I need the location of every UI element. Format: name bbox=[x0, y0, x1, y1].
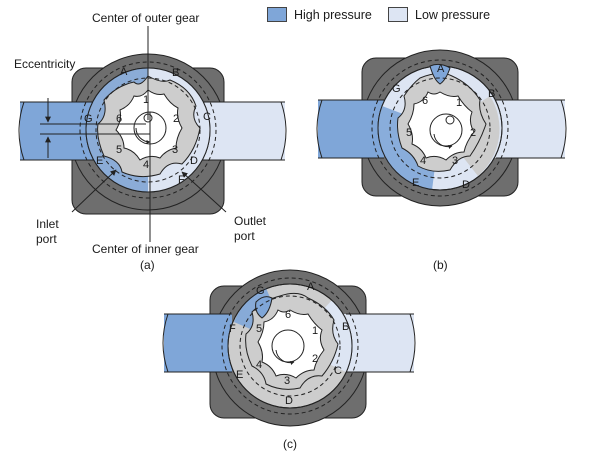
panel-a-inner-gear bbox=[115, 89, 183, 161]
panel-a-letter-b: B bbox=[172, 67, 179, 79]
eccentricity-label: Eccentricity bbox=[14, 57, 75, 71]
panel-c-pipes bbox=[162, 313, 416, 373]
panel-b-dashed-circles bbox=[371, 59, 509, 197]
panel-c: A B C D E F G 1 2 3 4 5 6 (c) bbox=[162, 269, 416, 451]
panel-b-number-4: 4 bbox=[420, 155, 426, 167]
panel-b-letter-e: E bbox=[412, 177, 419, 189]
panel-b-letter-g: G bbox=[392, 83, 401, 95]
panel-b-number-5: 5 bbox=[406, 127, 412, 139]
panel-c-letter-a: A bbox=[307, 281, 315, 293]
legend-high-pressure-swatch bbox=[267, 7, 287, 22]
panel-a-dashed-circles bbox=[79, 61, 217, 199]
panel-a-letter-c: C bbox=[203, 111, 211, 123]
panel-a-letter-e: E bbox=[96, 155, 103, 167]
panel-b-caption: (b) bbox=[433, 258, 448, 272]
panel-a-number-6: 6 bbox=[116, 113, 122, 125]
panel-c-letter-g: G bbox=[256, 285, 265, 297]
panel-a-letter-d: D bbox=[190, 155, 198, 167]
outlet-port-label-line1: Outlet bbox=[234, 214, 267, 228]
legend-high-pressure: High pressure bbox=[267, 7, 372, 22]
panel-c-letter-f: F bbox=[229, 323, 236, 335]
panel-b-number-2: 2 bbox=[470, 127, 476, 139]
legend-low-pressure: Low pressure bbox=[388, 7, 490, 22]
panel-a: A B C D E F G 1 2 3 4 5 6 Center of oute… bbox=[14, 11, 287, 272]
panel-c-letter-c: C bbox=[334, 365, 342, 377]
panel-c-inner-gear bbox=[257, 309, 325, 379]
panel-c-number-6: 6 bbox=[285, 309, 291, 321]
panel-c-number-4: 4 bbox=[256, 359, 262, 371]
panel-c-number-3: 3 bbox=[284, 375, 290, 387]
panel-b-letter-d: D bbox=[462, 179, 470, 191]
panel-a-port-arrows bbox=[71, 169, 227, 213]
panel-a-letter-f: F bbox=[178, 174, 185, 186]
panel-b-number-6: 6 bbox=[422, 95, 428, 107]
panel-a-letter-a: A bbox=[120, 66, 128, 78]
panel-c-number-1: 1 bbox=[312, 325, 318, 337]
panel-c-number-2: 2 bbox=[312, 353, 318, 365]
panel-b-number-3: 3 bbox=[452, 155, 458, 167]
outlet-port-label-line2: port bbox=[234, 229, 255, 243]
center-of-inner-gear-label: Center of inner gear bbox=[92, 242, 199, 256]
panel-b-pipes bbox=[316, 99, 567, 159]
panel-c-letter-e: E bbox=[236, 369, 243, 381]
panel-c-dashed-circles bbox=[221, 277, 359, 415]
panel-b-number-1: 1 bbox=[456, 97, 462, 109]
panel-b-inner-gear bbox=[407, 91, 475, 161]
panel-a-center-lines bbox=[40, 26, 151, 242]
panel-b: A B D E G 1 2 3 4 5 6 (b) bbox=[316, 49, 567, 272]
legend-low-pressure-label: Low pressure bbox=[415, 7, 491, 22]
legend-low-pressure-swatch bbox=[388, 7, 408, 22]
inlet-port-label-line1: Inlet bbox=[36, 217, 59, 231]
legend-high-pressure-label: High pressure bbox=[294, 7, 372, 22]
center-of-outer-gear-label: Center of outer gear bbox=[92, 11, 199, 25]
panel-b-letter-b: B bbox=[488, 88, 495, 100]
panel-a-number-1: 1 bbox=[143, 94, 149, 106]
panel-c-number-5: 5 bbox=[256, 323, 262, 335]
panel-c-letter-d: D bbox=[285, 395, 293, 407]
panel-c-caption: (c) bbox=[283, 437, 297, 451]
panel-a-number-5: 5 bbox=[116, 144, 122, 156]
panel-a-number-2: 2 bbox=[173, 113, 179, 125]
panel-a-number-3: 3 bbox=[172, 144, 178, 156]
panel-a-number-4: 4 bbox=[143, 159, 149, 171]
panel-a-caption: (a) bbox=[140, 258, 155, 272]
panel-a-letter-g: G bbox=[84, 113, 93, 125]
inlet-port-label-line2: port bbox=[36, 232, 57, 246]
panel-b-letter-a: A bbox=[437, 63, 445, 75]
panel-c-letter-b: B bbox=[342, 321, 349, 333]
